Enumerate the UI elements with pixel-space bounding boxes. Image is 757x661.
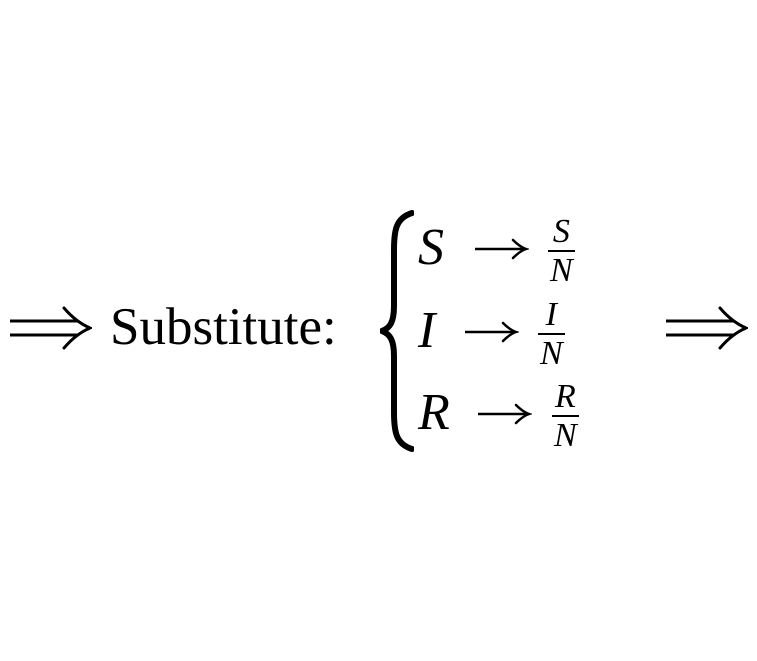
fraction-denominator: N (540, 335, 563, 372)
fraction-bar (548, 250, 575, 252)
right-arrow-icon (475, 238, 529, 260)
implies-arrow-left (10, 306, 92, 350)
variable: S (418, 219, 444, 276)
fraction-numerator: S (552, 213, 570, 250)
right-arrow-icon (465, 321, 519, 343)
fraction-denominator: N (554, 417, 577, 454)
substitution-row: S S N (418, 215, 618, 295)
variable: R (418, 384, 450, 441)
implies-arrow-right (666, 306, 748, 350)
substitution-row: R R N (418, 380, 618, 460)
fraction-denominator: N (550, 252, 573, 289)
right-arrow-icon (478, 403, 532, 425)
fraction-numerator: I (545, 296, 557, 333)
fraction: S N (548, 215, 575, 288)
substitution-row: I I N (418, 298, 618, 378)
fraction: R N (552, 380, 579, 453)
fraction-bar (538, 333, 565, 335)
left-brace (380, 210, 414, 452)
fraction-bar (552, 415, 579, 417)
variable: I (418, 302, 436, 359)
fraction: I N (538, 298, 565, 371)
fraction-numerator: R (554, 378, 576, 415)
substitute-label: Substitute: (110, 298, 337, 356)
